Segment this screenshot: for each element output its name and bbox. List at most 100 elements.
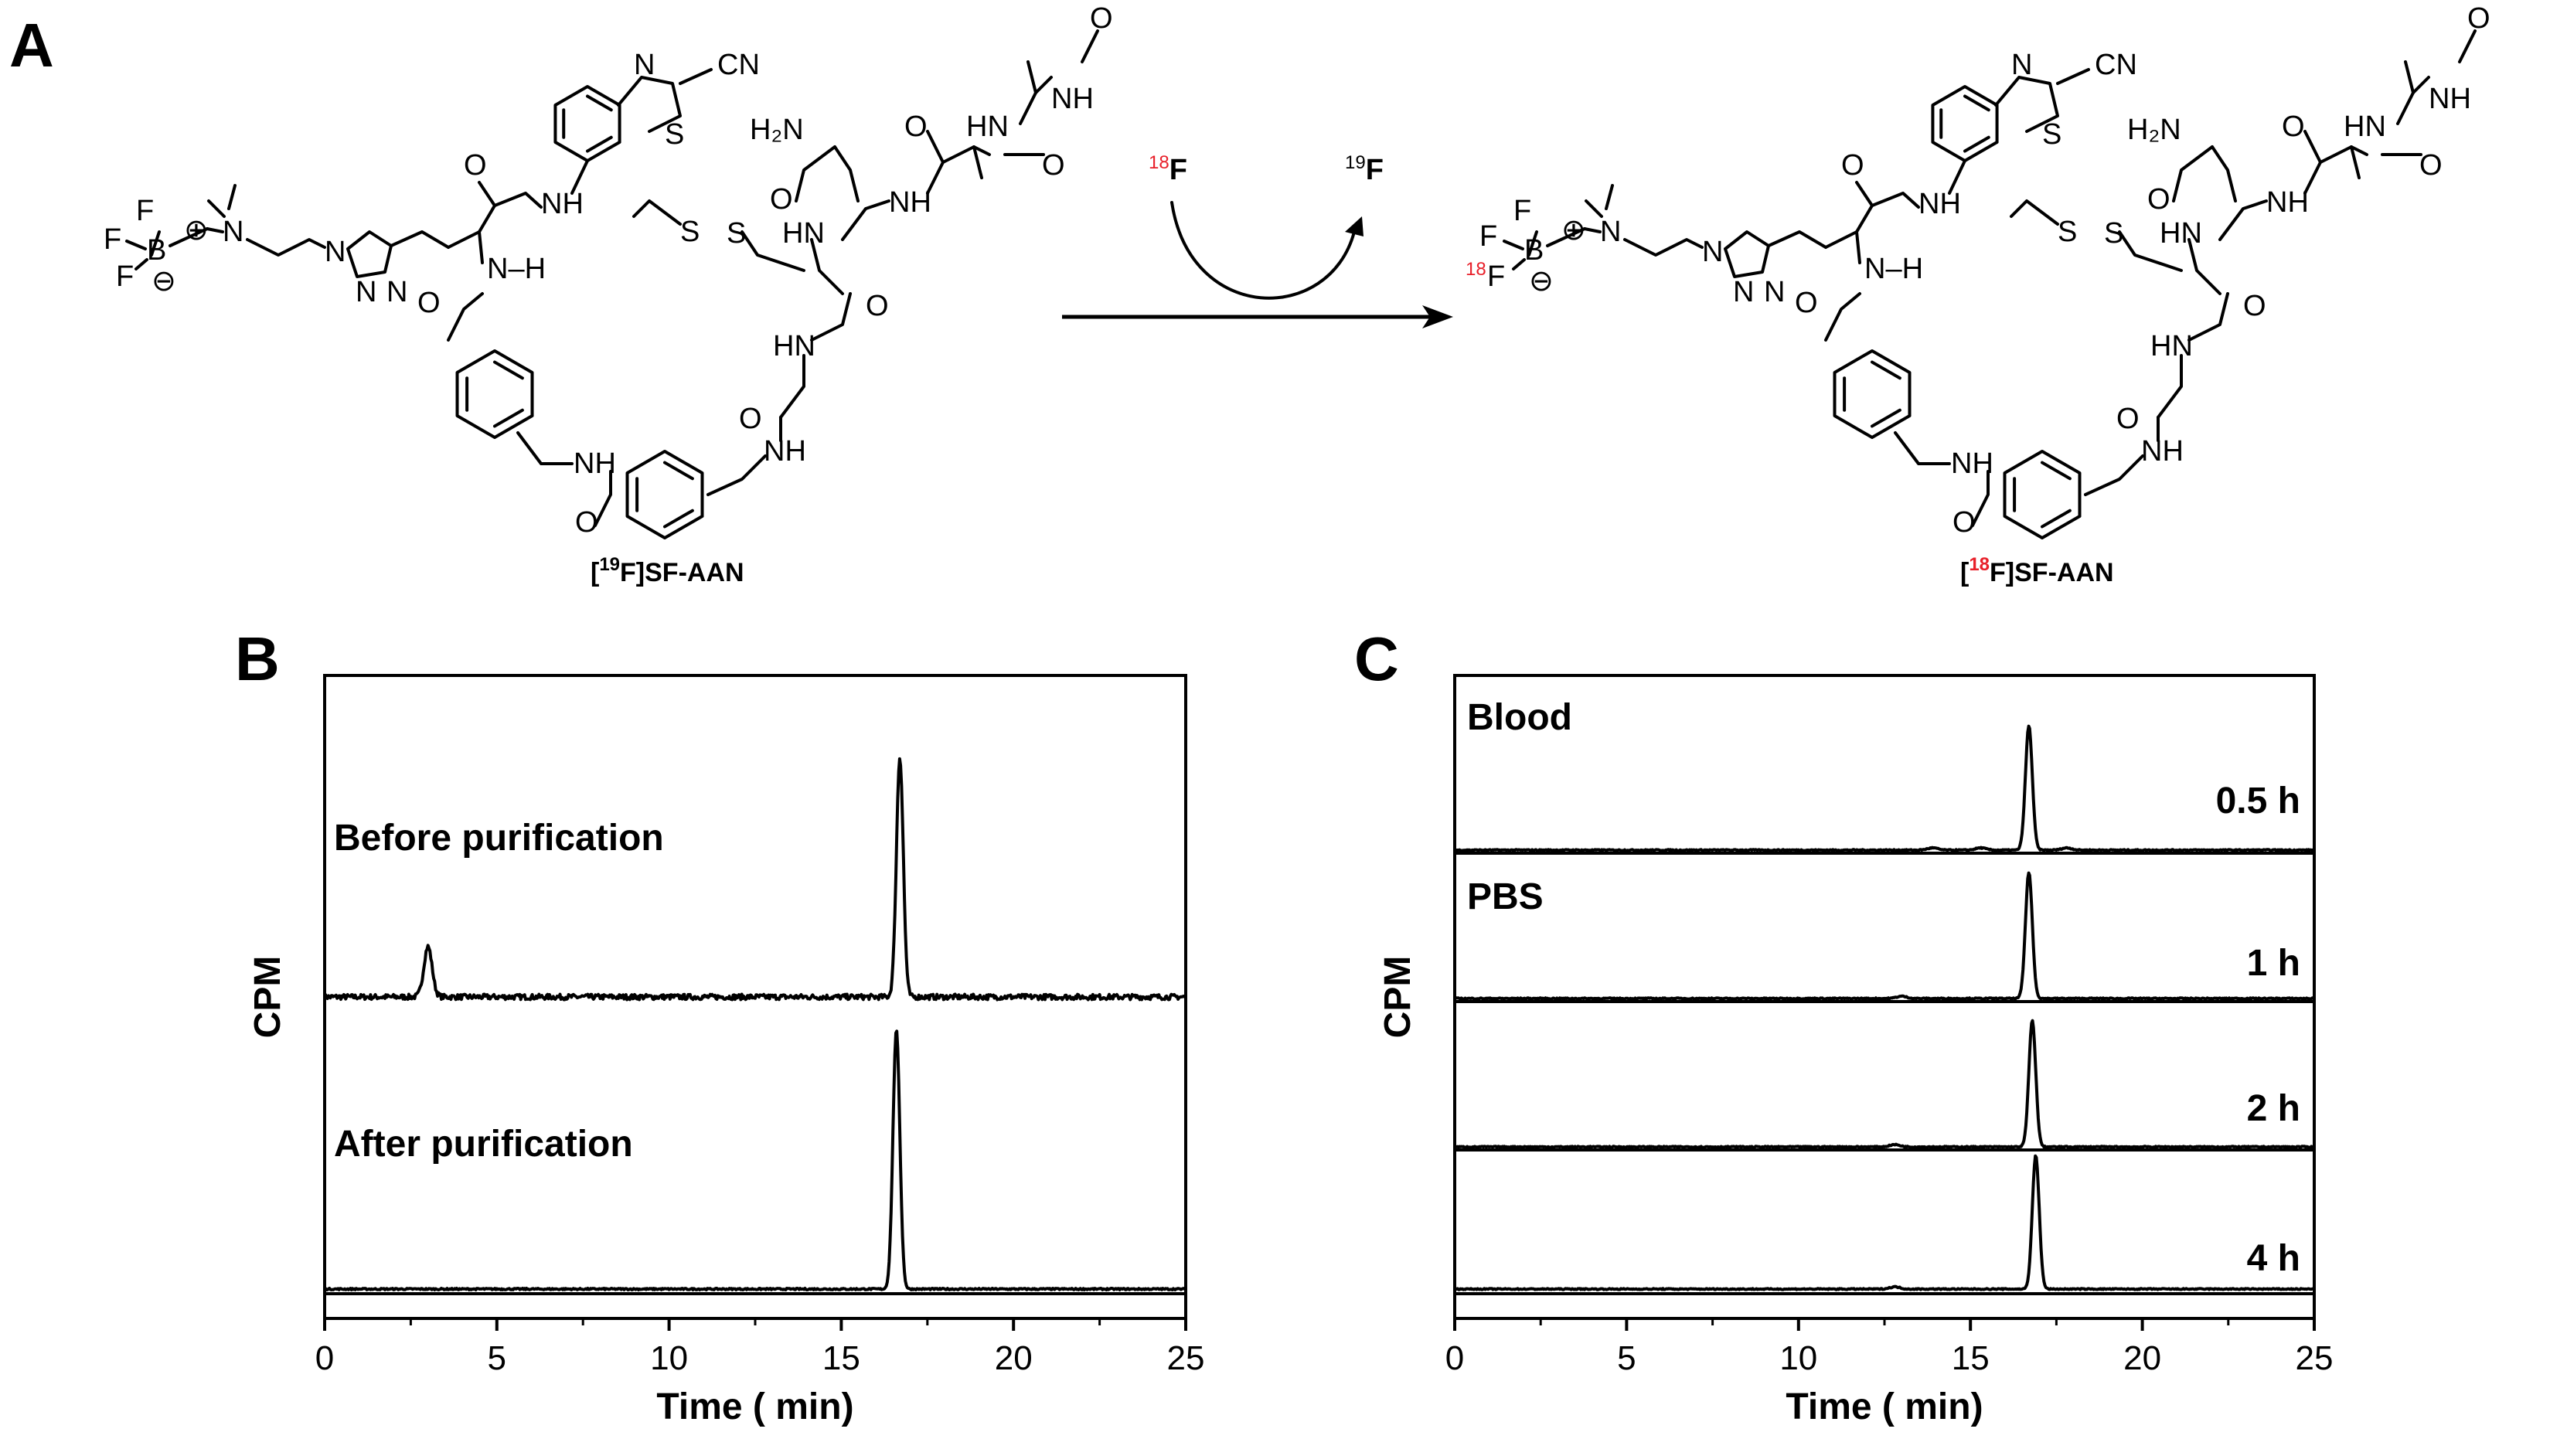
series-label: After purification (334, 1124, 633, 1165)
bond (2056, 68, 2090, 85)
exchange-curve-arrow (1170, 201, 1364, 300)
atom-label: O (2419, 149, 2443, 182)
x-tick-label: 10 (1779, 1339, 1817, 1377)
atom-label: H₂N (750, 114, 804, 146)
atom-label: O (2467, 2, 2490, 35)
bond (841, 199, 890, 241)
atom-label: NH (2141, 435, 2184, 468)
series-label: 4 h (2247, 1238, 2300, 1279)
atom-label: NH (889, 186, 931, 219)
bond (1724, 230, 1770, 278)
bond (1512, 258, 1526, 270)
released-label: 19F (1345, 152, 1384, 186)
bond (1081, 29, 1099, 63)
atom-label: O (1841, 149, 1864, 182)
bond (1585, 199, 1603, 218)
bond (2157, 354, 2183, 419)
atom-label: O (866, 290, 889, 322)
reaction-arrow (1062, 305, 1453, 328)
group-label: Blood (1467, 697, 1572, 738)
bond (2350, 145, 2361, 179)
bond (833, 145, 860, 202)
bond (1871, 192, 1920, 209)
double-bond (493, 360, 524, 380)
atom-label: N (634, 49, 655, 81)
bond (206, 227, 224, 233)
bond (246, 238, 326, 257)
atom-f: F (116, 260, 134, 293)
bond (134, 258, 148, 270)
double-bond (1871, 408, 1901, 428)
trace-4h (1454, 1154, 2315, 1291)
double-bond (663, 509, 694, 529)
double-bond (493, 408, 524, 428)
y-axis-label: CPM (1377, 956, 1418, 1039)
bond (1583, 227, 1602, 233)
atom-label: S (2042, 118, 2061, 151)
atom-label: O (739, 403, 762, 435)
bond (2218, 199, 2268, 241)
bond (795, 145, 836, 202)
bond (625, 450, 704, 539)
bond (1894, 431, 1951, 465)
x-tick-label: 15 (1952, 1339, 1990, 1377)
series-label: Before purification (334, 818, 664, 859)
atom-label: S (680, 216, 700, 248)
atom-label: NH (2429, 83, 2471, 115)
atom-label: NH (2266, 186, 2309, 219)
bond (779, 354, 805, 419)
bond (594, 470, 612, 527)
atom-label: O (464, 149, 487, 182)
trace-before-purification (323, 757, 1187, 1002)
double-bond (1963, 135, 1990, 153)
atom-label: N (356, 276, 376, 308)
x-tick-label: 15 (822, 1339, 860, 1377)
double-bond (1871, 360, 1901, 380)
atom-label: O (904, 111, 928, 143)
double-bond (586, 94, 613, 112)
x-tick-label: 5 (488, 1339, 506, 1377)
bond (346, 230, 393, 278)
atom-label: O (2116, 403, 2140, 435)
atom-label: ⊕ (184, 214, 209, 247)
group-label: PBS (1467, 876, 1544, 917)
bond (2118, 230, 2183, 272)
isotope-18-mark: 18 (1466, 259, 1486, 280)
panel-label-c: C (1354, 624, 1399, 693)
bond (493, 192, 543, 209)
atom-label: O (575, 506, 598, 539)
double-bond (663, 461, 694, 481)
x-tick-label: 25 (1167, 1339, 1205, 1377)
bond (1833, 349, 1912, 439)
panel-label-a: A (9, 11, 54, 80)
atom-f: F (1479, 220, 1497, 253)
atom-label: S (727, 217, 746, 250)
bond (390, 230, 450, 249)
bond (972, 145, 983, 179)
bond (207, 199, 226, 218)
series-label: 0.5 h (2216, 781, 2300, 822)
atom-f: F (1513, 195, 1531, 227)
atom-label: N (223, 216, 243, 248)
bond (706, 454, 767, 496)
bond (1623, 238, 1704, 257)
bond (1855, 181, 1874, 207)
bond (455, 349, 534, 439)
bond (941, 145, 991, 164)
x-tick-label: 20 (2123, 1339, 2161, 1377)
bond (2010, 199, 2059, 226)
atom-label: ⊕ (1561, 214, 1586, 247)
atom-label: NH (1951, 447, 1993, 480)
bond (1824, 292, 1861, 342)
double-bond (586, 135, 613, 153)
double-bond (1963, 94, 1990, 112)
atom-label: S (665, 118, 684, 151)
atom-label: N (386, 276, 407, 308)
atom-label: O (1090, 2, 1113, 35)
product-name: [18F]SF-AAN (1960, 554, 2114, 587)
panel-label-b: B (235, 624, 280, 693)
